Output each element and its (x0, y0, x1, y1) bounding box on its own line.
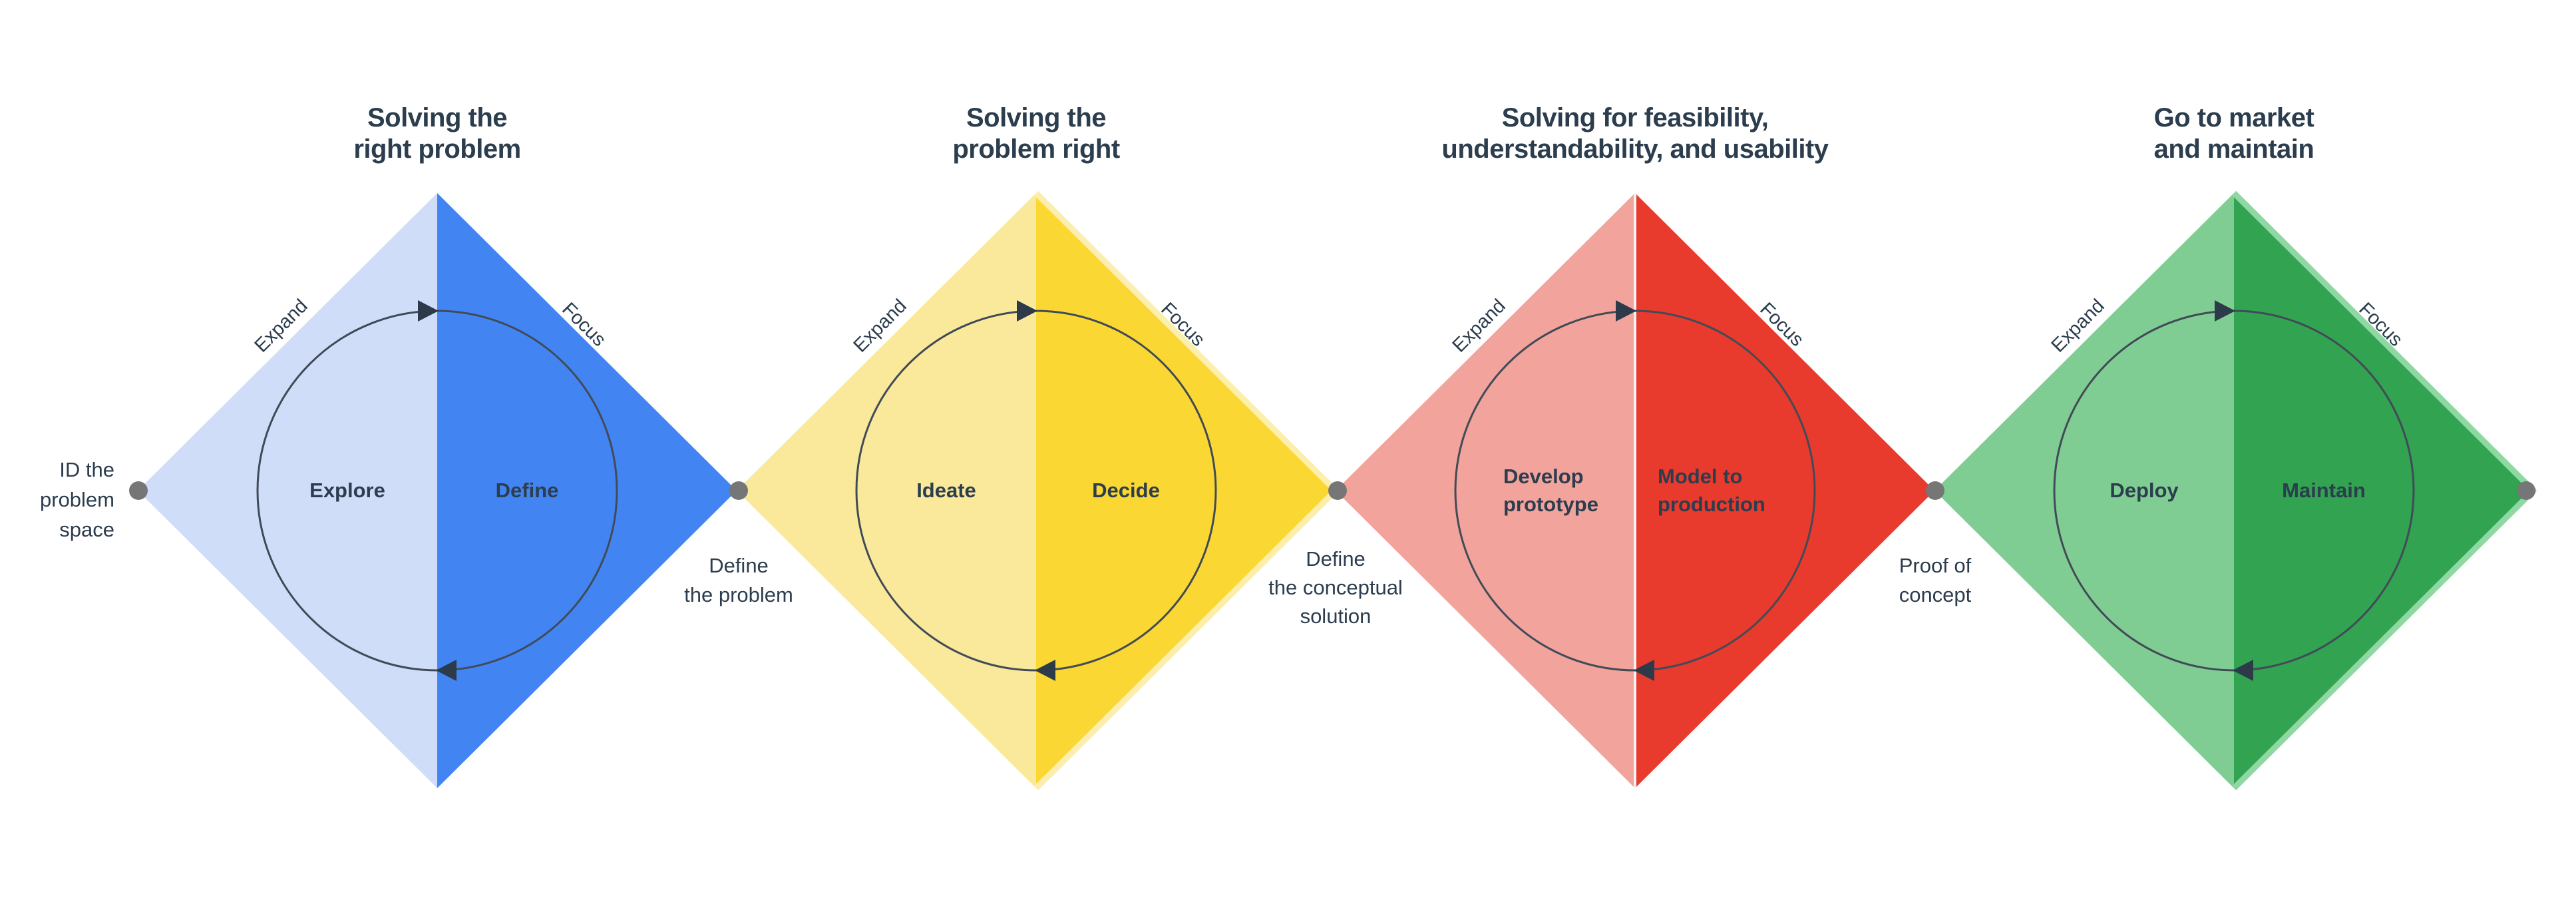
phase-label-explore: Explore (309, 479, 385, 502)
milestone-dot (729, 481, 748, 500)
diamond-title: Solving for feasibility, understandabili… (1441, 103, 1829, 164)
milestone-label-define-conceptual-solution: Define the conceptual solution (1268, 547, 1403, 628)
milestone-dot (129, 481, 148, 500)
arrow-left-icon (1634, 660, 1654, 681)
diamond-right-half (1036, 193, 1336, 788)
phase-label-develop-prototype: Develop prototype (1503, 465, 1598, 516)
milestone-dot (2517, 481, 2535, 500)
arrow-right-icon (1017, 300, 1037, 322)
diamond-left-half (737, 193, 1036, 788)
arrow-left-icon (436, 660, 457, 681)
phase-label-deploy: Deploy (2110, 479, 2179, 502)
phase-label-define: Define (495, 479, 559, 502)
diamond-title: Go to market and maintain (2153, 103, 2314, 164)
diamond-left-half (1934, 193, 2234, 788)
arrow-left-icon (2233, 660, 2253, 681)
arrow-right-icon (418, 300, 439, 322)
diamond-left-half (1336, 193, 1635, 788)
phase-label-decide: Decide (1092, 479, 1160, 502)
phase-label-maintain: Maintain (2282, 479, 2366, 502)
milestone-dot (1926, 481, 1944, 500)
milestone-label-proof-of-concept: Proof of concept (1899, 554, 1972, 606)
diamond-group-3: Solving for feasibility, understandabili… (1336, 103, 1934, 788)
arrow-right-icon (2215, 300, 2235, 322)
diamond-title: Solving the right problem (353, 103, 521, 164)
milestone-label-define-problem: Define the problem (684, 554, 793, 606)
diamond-right-half (437, 193, 737, 788)
diamond-shape (138, 193, 737, 788)
arrow-right-icon (1616, 300, 1636, 322)
diamond-title: Solving the problem right (952, 103, 1120, 164)
arrow-left-icon (1035, 660, 1055, 681)
phase-label-ideate: Ideate (916, 479, 976, 502)
diamond-right-half (1635, 193, 1934, 788)
diamond-shape (1336, 193, 1934, 788)
diamond-shape (737, 190, 1339, 791)
diamond-group-1: Solving the right problem Expand Focus E… (138, 103, 737, 788)
diamond-shape (1934, 190, 2537, 791)
phase-label-model-to-production: Model to production (1658, 465, 1765, 516)
milestone-label-id-problem-space: ID the problem space (40, 458, 114, 541)
milestone-dot (1328, 481, 1347, 500)
diamond-group-4: Go to market and maintain Expand Focus D… (1934, 103, 2537, 791)
diamond-right-half (2234, 193, 2533, 788)
diamond-group-2: Solving the problem right Expand Focus I… (737, 103, 1339, 791)
diamond-left-half (138, 193, 437, 788)
